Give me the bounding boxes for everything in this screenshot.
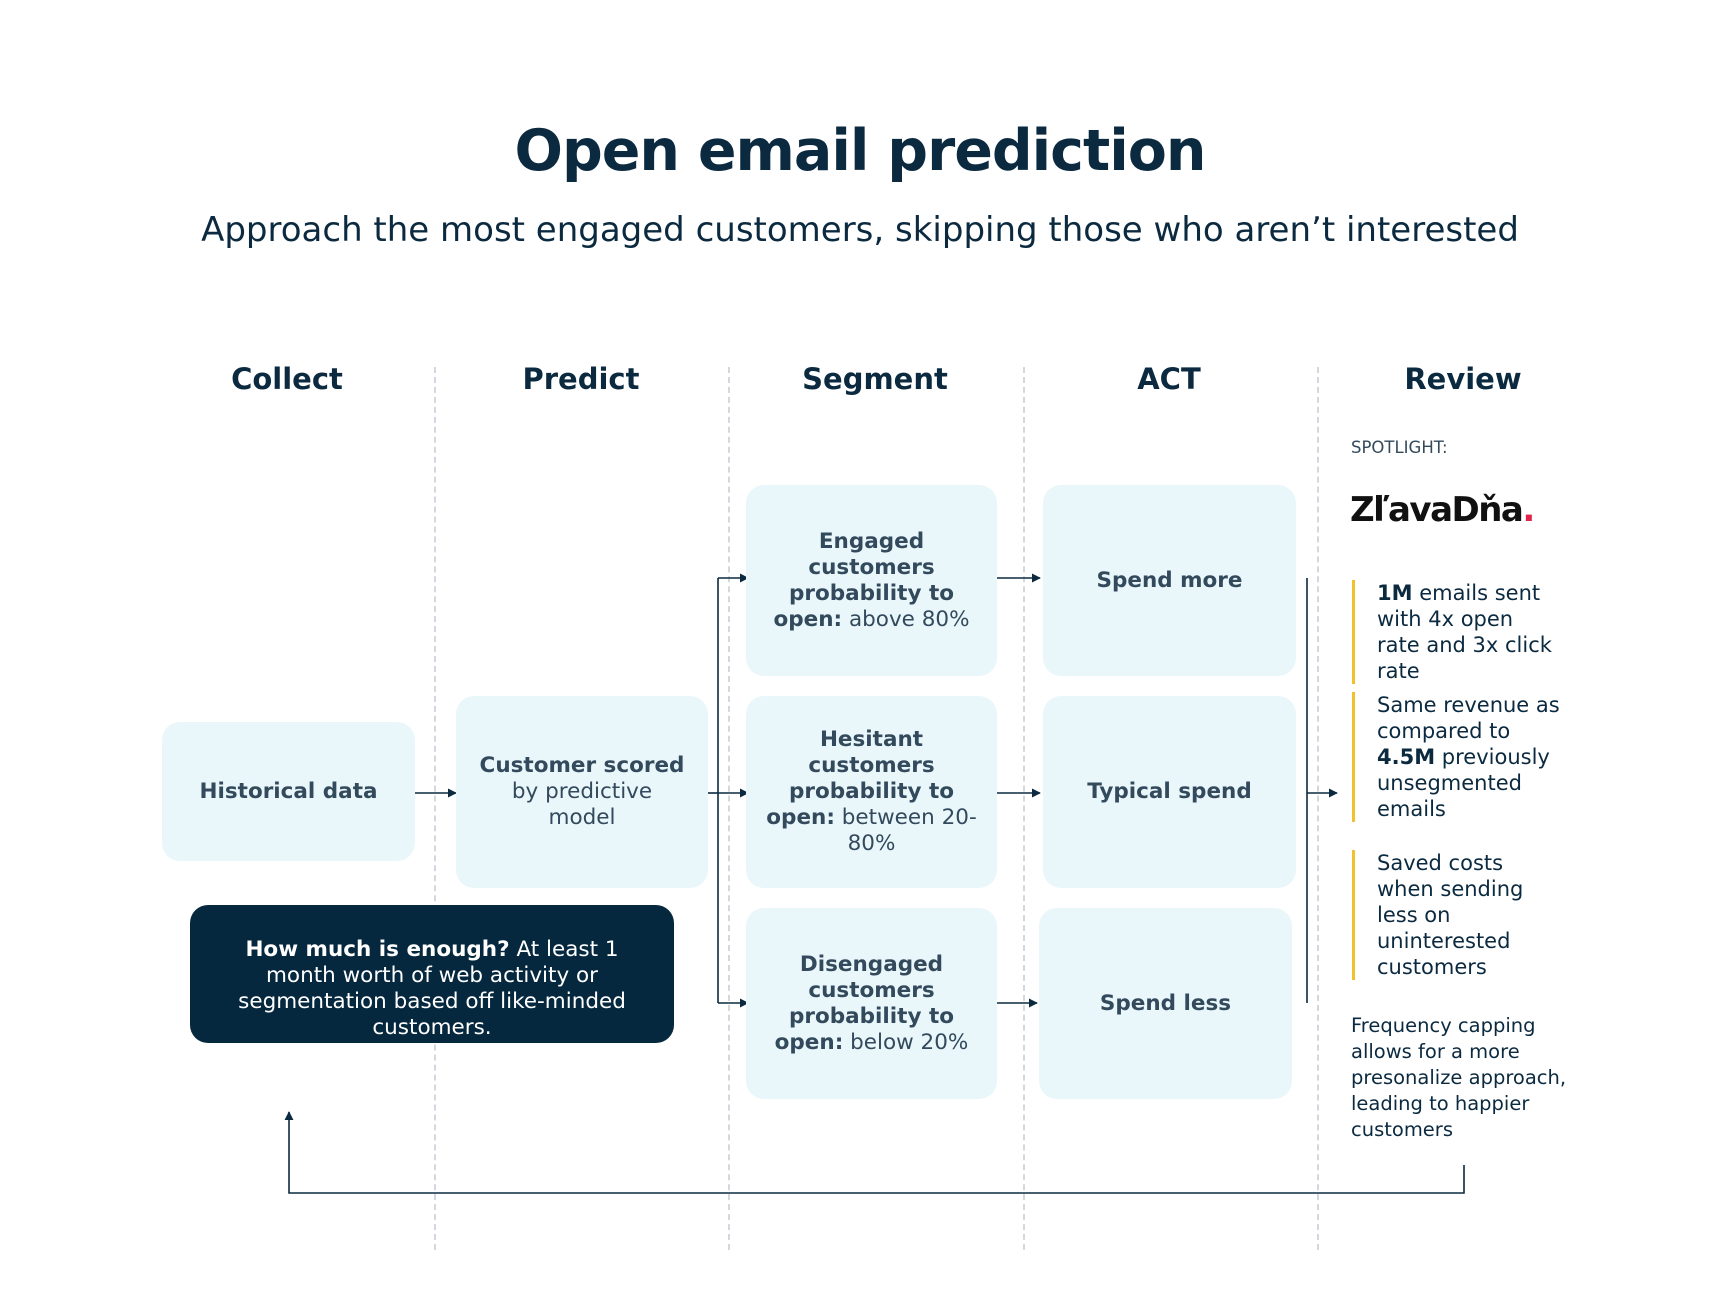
page-title: Open email prediction: [514, 118, 1207, 184]
spotlight-label: SPOTLIGHT:: [1351, 438, 1448, 457]
act-spend-less-label: Spend less: [1099, 990, 1232, 1016]
stage-header-review: Review: [1404, 362, 1522, 396]
box-customer-scored: Customer scored by predictive model: [456, 696, 708, 888]
stat-text: Same revenue as compared to: [1377, 693, 1560, 743]
column-divider: [434, 367, 436, 1250]
box-hesitant-customers: Hesitant customers probability to open: …: [746, 696, 997, 888]
stage-header-predict: Predict: [522, 362, 640, 396]
column-divider: [1023, 367, 1025, 1250]
column-divider: [728, 367, 730, 1250]
column-divider: [1317, 367, 1319, 1250]
segment-disengaged-bold: Disengaged customers probability to open…: [774, 951, 954, 1055]
frequency-capping-note: Frequency capping allows for a more pres…: [1351, 1014, 1567, 1141]
act-spend-more-label: Spend more: [1096, 567, 1243, 593]
stage-header-segment: Segment: [802, 362, 948, 396]
segment-hesitant-bold: Hesitant customers probability to open:: [766, 727, 954, 830]
zlavadna-logo: ZľavaDňa.: [1350, 490, 1535, 530]
segment-disengaged-rest: below 20%: [850, 1029, 969, 1055]
stat-highlight: 1M: [1377, 581, 1413, 605]
box-typical-spend: Typical spend: [1043, 696, 1296, 888]
stage-header-act: ACT: [1137, 362, 1201, 396]
box-engaged-customers: Engaged customers probability to open: a…: [746, 485, 997, 676]
predict-rest-text: by predictive model: [511, 779, 653, 830]
segment-engaged-bold: Engaged customers probability to open:: [773, 528, 954, 632]
page-subtitle: Approach the most engaged customers, ski…: [201, 210, 1519, 250]
box-historical-data-label: Historical data: [199, 778, 378, 804]
act-typical-spend-label: Typical spend: [1087, 779, 1252, 804]
stat-highlight: 4.5M: [1377, 745, 1436, 769]
logo-dot: .: [1522, 490, 1535, 530]
segment-hesitant-rest: between 20-80%: [841, 805, 977, 856]
logo-text: ZľavaDňa: [1350, 490, 1524, 530]
stat-text: previously unsegmented emails: [1377, 745, 1550, 821]
segment-engaged-rest: above 80%: [848, 606, 970, 632]
box-historical-data: Historical data: [162, 722, 415, 861]
stat-text: Saved costs when sending less on uninter…: [1377, 851, 1524, 979]
review-stat-saved-costs: Saved costs when sending less on uninter…: [1352, 850, 1562, 980]
box-spend-less: Spend less: [1039, 908, 1292, 1099]
note-how-much-is-enough: How much is enough? At least 1 month wor…: [190, 905, 674, 1043]
review-stat-same-revenue: Same revenue as compared to 4.5M previou…: [1352, 692, 1562, 822]
box-spend-more: Spend more: [1043, 485, 1296, 676]
review-stat-emails-sent: 1M emails sent with 4x open rate and 3x …: [1352, 580, 1562, 684]
predict-bold-text: Customer scored: [479, 753, 685, 778]
stage-header-collect: Collect: [231, 362, 343, 396]
note-bold-text: How much is enough?: [245, 937, 510, 962]
note-rest-text: At least 1 month worth of web activity o…: [238, 937, 626, 1040]
feedback-loop-arrow: [284, 1111, 1465, 1194]
box-disengaged-customers: Disengaged customers probability to open…: [746, 908, 997, 1099]
stat-text: emails sent with 4x open rate and 3x cli…: [1377, 581, 1552, 683]
